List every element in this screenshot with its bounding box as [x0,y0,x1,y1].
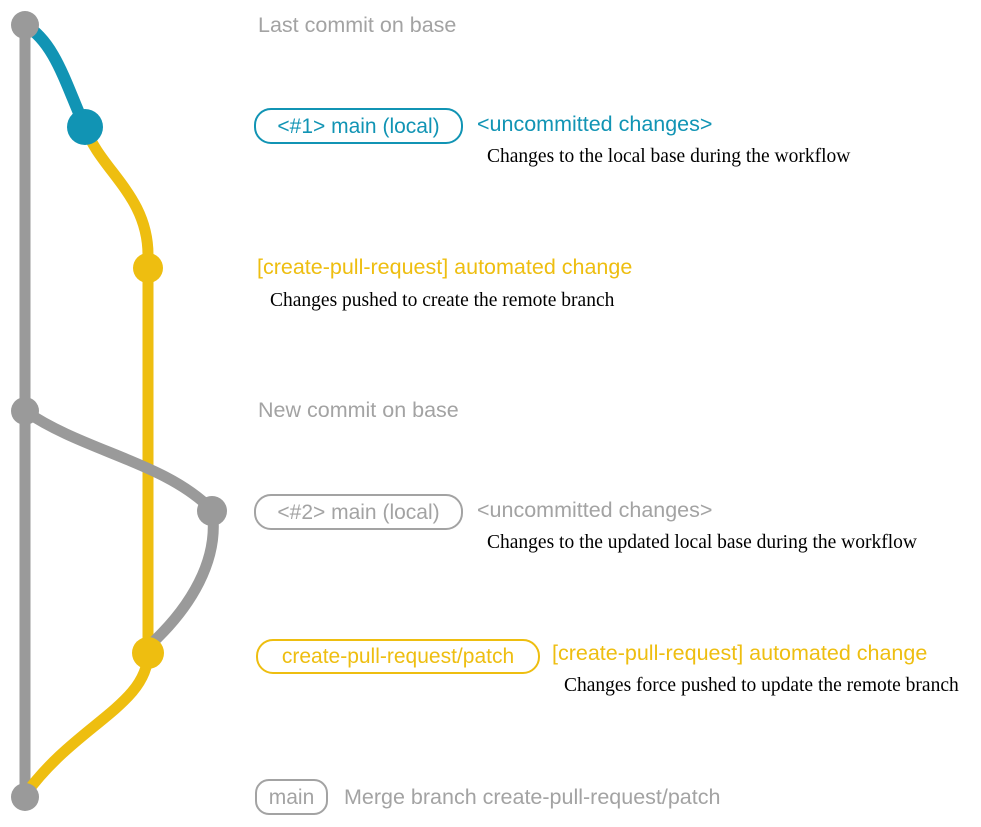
merge-branch-note: Merge branch create-pull-request/patch [344,785,721,809]
commit-dot-merge [11,783,39,811]
caption-push-create-branch: Changes pushed to create the remote bran… [270,290,615,311]
git-graph [11,11,227,811]
last-commit-label: Last commit on base [258,13,457,37]
badge-main-local-1: <#1> main (local) [254,108,463,144]
badge-main-local-2-label: <#2> main (local) [277,500,440,524]
badge-main-label: main [268,785,315,809]
commit-dot-last-base [11,11,39,39]
automated-change-note-2: [create-pull-request] automated change [552,641,928,665]
caption-updated-local-base-changes: Changes to the updated local base during… [487,532,917,553]
commit-dot-patch-2 [132,637,164,669]
badge-main: main [255,779,328,815]
badge-patch-branch-label: create-pull-request/patch [281,645,515,668]
commit-dot-patch-1 [133,253,163,283]
caption-local-base-changes: Changes to the local base during the wor… [487,146,851,167]
new-commit-label: New commit on base [258,398,459,422]
commit-dot-main-local-2 [197,496,227,526]
badge-main-local-1-label: <#1> main (local) [277,114,440,138]
badge-patch-branch: create-pull-request/patch [256,639,540,674]
patch-merge-edge [20,652,154,799]
uncommitted-changes-note-1: <uncommitted changes> [477,112,713,136]
caption-force-push-update-branch: Changes force pushed to update the remot… [564,675,959,696]
commit-dot-main-local-1 [67,109,103,145]
patch-branch-edge [79,125,154,653]
uncommitted-changes-note-2: <uncommitted changes> [477,498,713,522]
badge-main-local-2: <#2> main (local) [254,494,463,530]
commit-dot-new-base [11,397,39,425]
automated-change-note-1: [create-pull-request] automated change [257,255,633,279]
local-main-2-edge [21,406,219,650]
